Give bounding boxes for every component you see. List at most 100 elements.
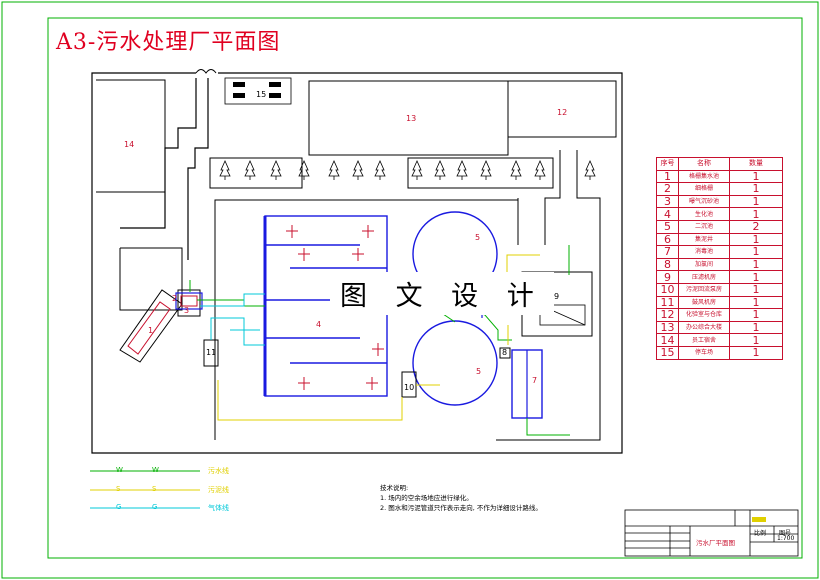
legend-mark-sludge-1: S [116,485,121,493]
notes-heading: 技术说明: [380,484,409,492]
row-quantity: 1 [729,245,783,259]
legend-label-sludge: 污泥线 [208,486,229,494]
title-block-cell-a: 比例 [754,530,767,537]
legend-mark-gas-2: G [152,503,158,511]
clarifier-5-lower [412,320,498,406]
row-name: 消毒池 [678,245,730,259]
pretreatment-unit [119,289,203,363]
tree-icon [219,160,231,180]
row-quantity: 1 [729,333,783,347]
label-10: 10 [404,383,415,392]
legend-mark-gas-1: G [116,503,122,511]
row-number: 9 [656,270,679,284]
row-number: 15 [656,345,679,360]
row-name: 鼓风机房 [678,295,730,310]
building-12 [507,80,617,138]
table-header-row: 序号 名称 数量 [656,157,783,171]
label-9: 9 [554,292,560,301]
watermark: 图 文 设 计 [330,272,554,315]
title-block [624,509,799,557]
row-name: 化验室与仓库 [678,308,730,322]
technical-notes: 技术说明: 1. 场内的空余场地应进行绿化。 2. 图水和污泥管道只作表示走向,… [380,483,542,513]
tree-icon [244,160,256,180]
label-14: 14 [124,140,135,149]
parking-15 [224,77,292,105]
row-name: 员工宿舍 [678,333,730,347]
header-name: 名称 [678,157,730,171]
tree-icon [510,160,522,180]
row-name: 压滤机房 [678,270,730,284]
header-no: 序号 [656,157,679,171]
row-quantity: 1 [729,169,783,184]
tree-icon [298,160,310,180]
row-name: 格栅集水池 [678,169,730,184]
row-quantity: 2 [729,219,783,234]
row-number: 2 [656,182,679,196]
row-number: 14 [656,333,679,347]
row-number: 11 [656,295,679,310]
label-3: 3 [184,306,190,315]
row-number: 6 [656,232,679,247]
legend-mark-water-2: W [152,466,159,474]
label-8: 8 [502,348,508,357]
row-name: 集泥井 [678,232,730,247]
row-number: 1 [656,169,679,184]
row-quantity: 1 [729,194,783,209]
row-number: 4 [656,207,679,221]
tree-icon [411,160,423,180]
row-number: 13 [656,320,679,335]
row-quantity: 1 [729,207,783,221]
title-block-scale: 1:700 [777,535,795,542]
notes-line-2: 2. 图水和污泥管道只作表示走向, 不作为详细设计路线。 [380,504,542,512]
tree-icons [219,160,596,180]
label-13: 13 [406,114,417,123]
row-name: 二沉池 [678,219,730,234]
label-5-upper: 5 [475,233,481,242]
tree-icon [534,160,546,180]
label-1: 1 [148,326,154,335]
car-icons [233,82,281,98]
tree-icon [328,160,340,180]
row-number: 3 [656,194,679,209]
row-name: 加氯间 [678,257,730,272]
label-12: 12 [557,108,568,117]
title-block-drawing-name: 污水厂平面图 [696,539,735,547]
row-number: 7 [656,245,679,259]
roads [209,150,601,441]
label-5-lower: 5 [476,367,482,376]
area-bottom-left [119,247,183,311]
row-name: 细格栅 [678,182,730,196]
header-qty: 数量 [729,157,783,171]
row-name: 办公综合大楼 [678,320,730,335]
row-number: 5 [656,219,679,234]
building-14 [96,79,166,193]
site-boundary [91,72,623,454]
row-number: 10 [656,282,679,297]
tree-icon [352,160,364,180]
row-quantity: 1 [729,270,783,284]
row-name: 污泥回流泵房 [678,282,730,297]
drawing-title: A3-污水处理厂平面图 [56,30,281,55]
label-11: 11 [206,348,217,357]
row-number: 8 [656,257,679,272]
label-2: 2 [172,294,178,303]
tree-icon [374,160,386,180]
label-7: 7 [532,376,538,385]
notes-line-1: 1. 场内的空余场地应进行绿化。 [380,494,473,502]
row-quantity: 1 [729,232,783,247]
row-quantity: 1 [729,320,783,335]
legend-mark-water-1: W [116,466,123,474]
